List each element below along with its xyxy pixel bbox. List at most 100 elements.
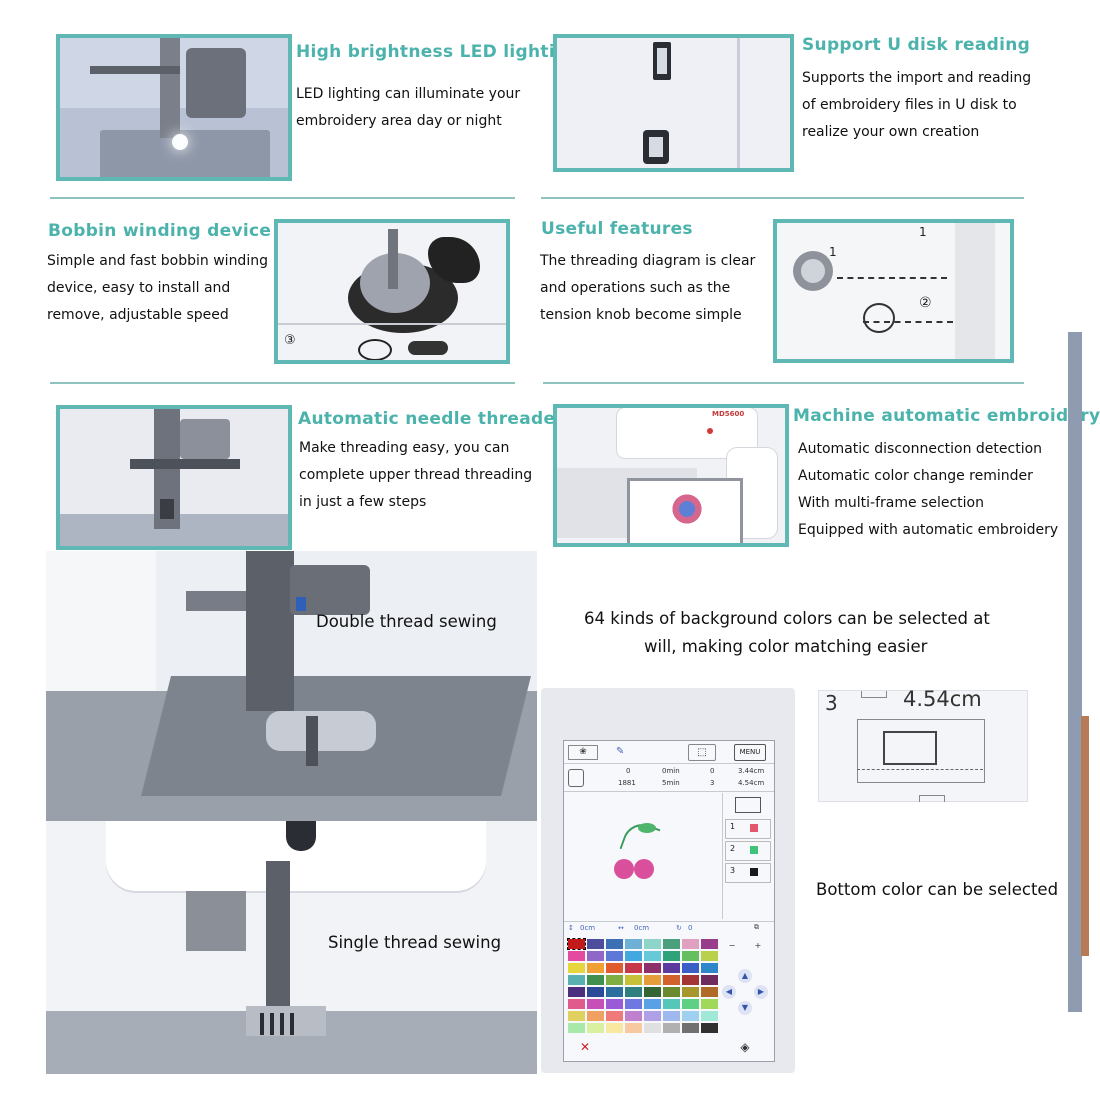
palette-swatch[interactable] [701,939,718,949]
palette-swatch[interactable] [644,963,661,973]
palette-swatch[interactable] [625,975,642,985]
palette-swatch[interactable] [587,975,604,985]
arrow-down-icon[interactable]: ▼ [738,1001,752,1015]
palette-swatch[interactable] [682,1023,699,1033]
bottom-color-caption: Bottom color can be selected [816,880,1059,899]
palette-swatch[interactable] [606,963,623,973]
palette-swatch[interactable] [644,951,661,961]
screen-status-row: 0 1881 0min 5min 0 3 3.44cm 4.54cm [564,765,774,792]
palette-swatch[interactable] [682,999,699,1009]
palette-swatch[interactable] [568,975,585,985]
frame-preview-icon[interactable] [735,797,761,813]
arrow-left-icon[interactable]: ◀ [722,985,736,999]
palette-swatch[interactable] [606,951,623,961]
palette-swatch[interactable] [625,1023,642,1033]
palette-swatch[interactable] [587,963,604,973]
double-thread-caption: Double thread sewing [316,612,497,631]
palette-swatch[interactable] [701,1023,718,1033]
threading-diagram-photo: 1 1 ② [773,219,1014,363]
u-disk-desc-line-1: Supports the import and reading [802,70,1032,86]
arrow-up-icon[interactable]: ▲ [738,969,752,983]
palette-swatch[interactable] [663,975,680,985]
menu-button[interactable]: MENU [734,744,766,761]
palette-swatch[interactable] [682,975,699,985]
confirm-layers-icon[interactable]: ◈ [740,1040,750,1054]
useful-features-title: Useful features [541,219,693,239]
palette-swatch[interactable] [644,939,661,949]
palette-swatch[interactable] [701,975,718,985]
divider-row1-left [50,197,515,199]
copy-icon[interactable]: ⧉ [754,923,759,931]
load-pattern-button[interactable]: ⬚ [688,744,716,761]
palette-swatch[interactable] [587,1011,604,1021]
palette-swatch[interactable] [663,1011,680,1021]
decrease-size-button[interactable]: − [728,941,736,950]
horizontal-offset-icon: ↔ [618,924,624,932]
palette-swatch[interactable] [701,987,718,997]
palette-swatch[interactable] [606,975,623,985]
position-row: ↕ 0cm ↔ 0cm ↻ 0 ⧉ [564,921,774,936]
palette-swatch[interactable] [625,999,642,1009]
palette-swatch[interactable] [644,1011,661,1021]
vertical-offset: 0cm [580,924,596,932]
palette-swatch[interactable] [587,951,604,961]
palette-swatch[interactable] [568,987,585,997]
palette-swatch[interactable] [701,999,718,1009]
needle-threader-title: Automatic needle threader [298,409,565,429]
palette-swatch[interactable] [644,1023,661,1033]
palette-swatch[interactable] [625,951,642,961]
palette-swatch[interactable] [606,939,623,949]
palette-swatch[interactable] [587,1023,604,1033]
screen-top-toolbar: ❀ ✎ ⬚ MENU [564,741,774,764]
u-disk-desc-line-3: realize your own creation [802,124,980,140]
bobbin-desc-line-1: Simple and fast bobbin winding [47,253,268,269]
zoomed-size-panel: 3 4.54cm [818,687,1028,802]
divider-row1-right [541,197,1024,199]
increase-size-button[interactable]: + [754,941,762,950]
palette-swatch[interactable] [644,987,661,997]
palette-swatch[interactable] [682,939,699,949]
auto-embroidery-title: Machine automatic embroidery [793,406,1100,426]
palette-swatch[interactable] [663,999,680,1009]
palette-swatch[interactable] [682,963,699,973]
palette-swatch[interactable] [644,999,661,1009]
palette-swatch[interactable] [663,951,680,961]
palette-swatch[interactable] [682,951,699,961]
palette-swatch[interactable] [587,987,604,997]
palette-swatch[interactable] [606,1023,623,1033]
time-total: 5min [662,779,680,787]
palette-swatch[interactable] [568,999,585,1009]
arrow-right-icon[interactable]: ▶ [754,985,768,999]
palette-swatch[interactable] [587,999,604,1009]
palette-swatch[interactable] [568,963,585,973]
thread-item-1[interactable]: 1 [725,819,771,839]
palette-swatch[interactable] [606,999,623,1009]
palette-swatch[interactable] [663,987,680,997]
palette-swatch[interactable] [606,987,623,997]
palette-swatch[interactable] [663,1023,680,1033]
palette-swatch[interactable] [682,1011,699,1021]
palette-swatch[interactable] [701,963,718,973]
palette-swatch[interactable] [567,938,586,950]
pattern-mode-icon[interactable]: ❀ [568,745,598,760]
palette-swatch[interactable] [568,951,585,961]
palette-swatch[interactable] [625,987,642,997]
palette-swatch[interactable] [625,1011,642,1021]
thread-item-2[interactable]: 2 [725,841,771,861]
palette-swatch[interactable] [568,1023,585,1033]
palette-swatch[interactable] [587,939,604,949]
cancel-icon[interactable]: ✕ [579,1040,591,1054]
palette-swatch[interactable] [625,963,642,973]
thread-spool-icon [568,769,584,787]
palette-swatch[interactable] [606,1011,623,1021]
thread-item-3[interactable]: 3 [725,863,771,883]
edit-pencil-icon[interactable]: ✎ [616,746,625,757]
palette-swatch[interactable] [682,987,699,997]
palette-swatch[interactable] [701,951,718,961]
palette-swatch[interactable] [663,939,680,949]
palette-swatch[interactable] [625,939,642,949]
palette-swatch[interactable] [568,1011,585,1021]
palette-swatch[interactable] [644,975,661,985]
palette-swatch[interactable] [701,1011,718,1021]
palette-swatch[interactable] [663,963,680,973]
